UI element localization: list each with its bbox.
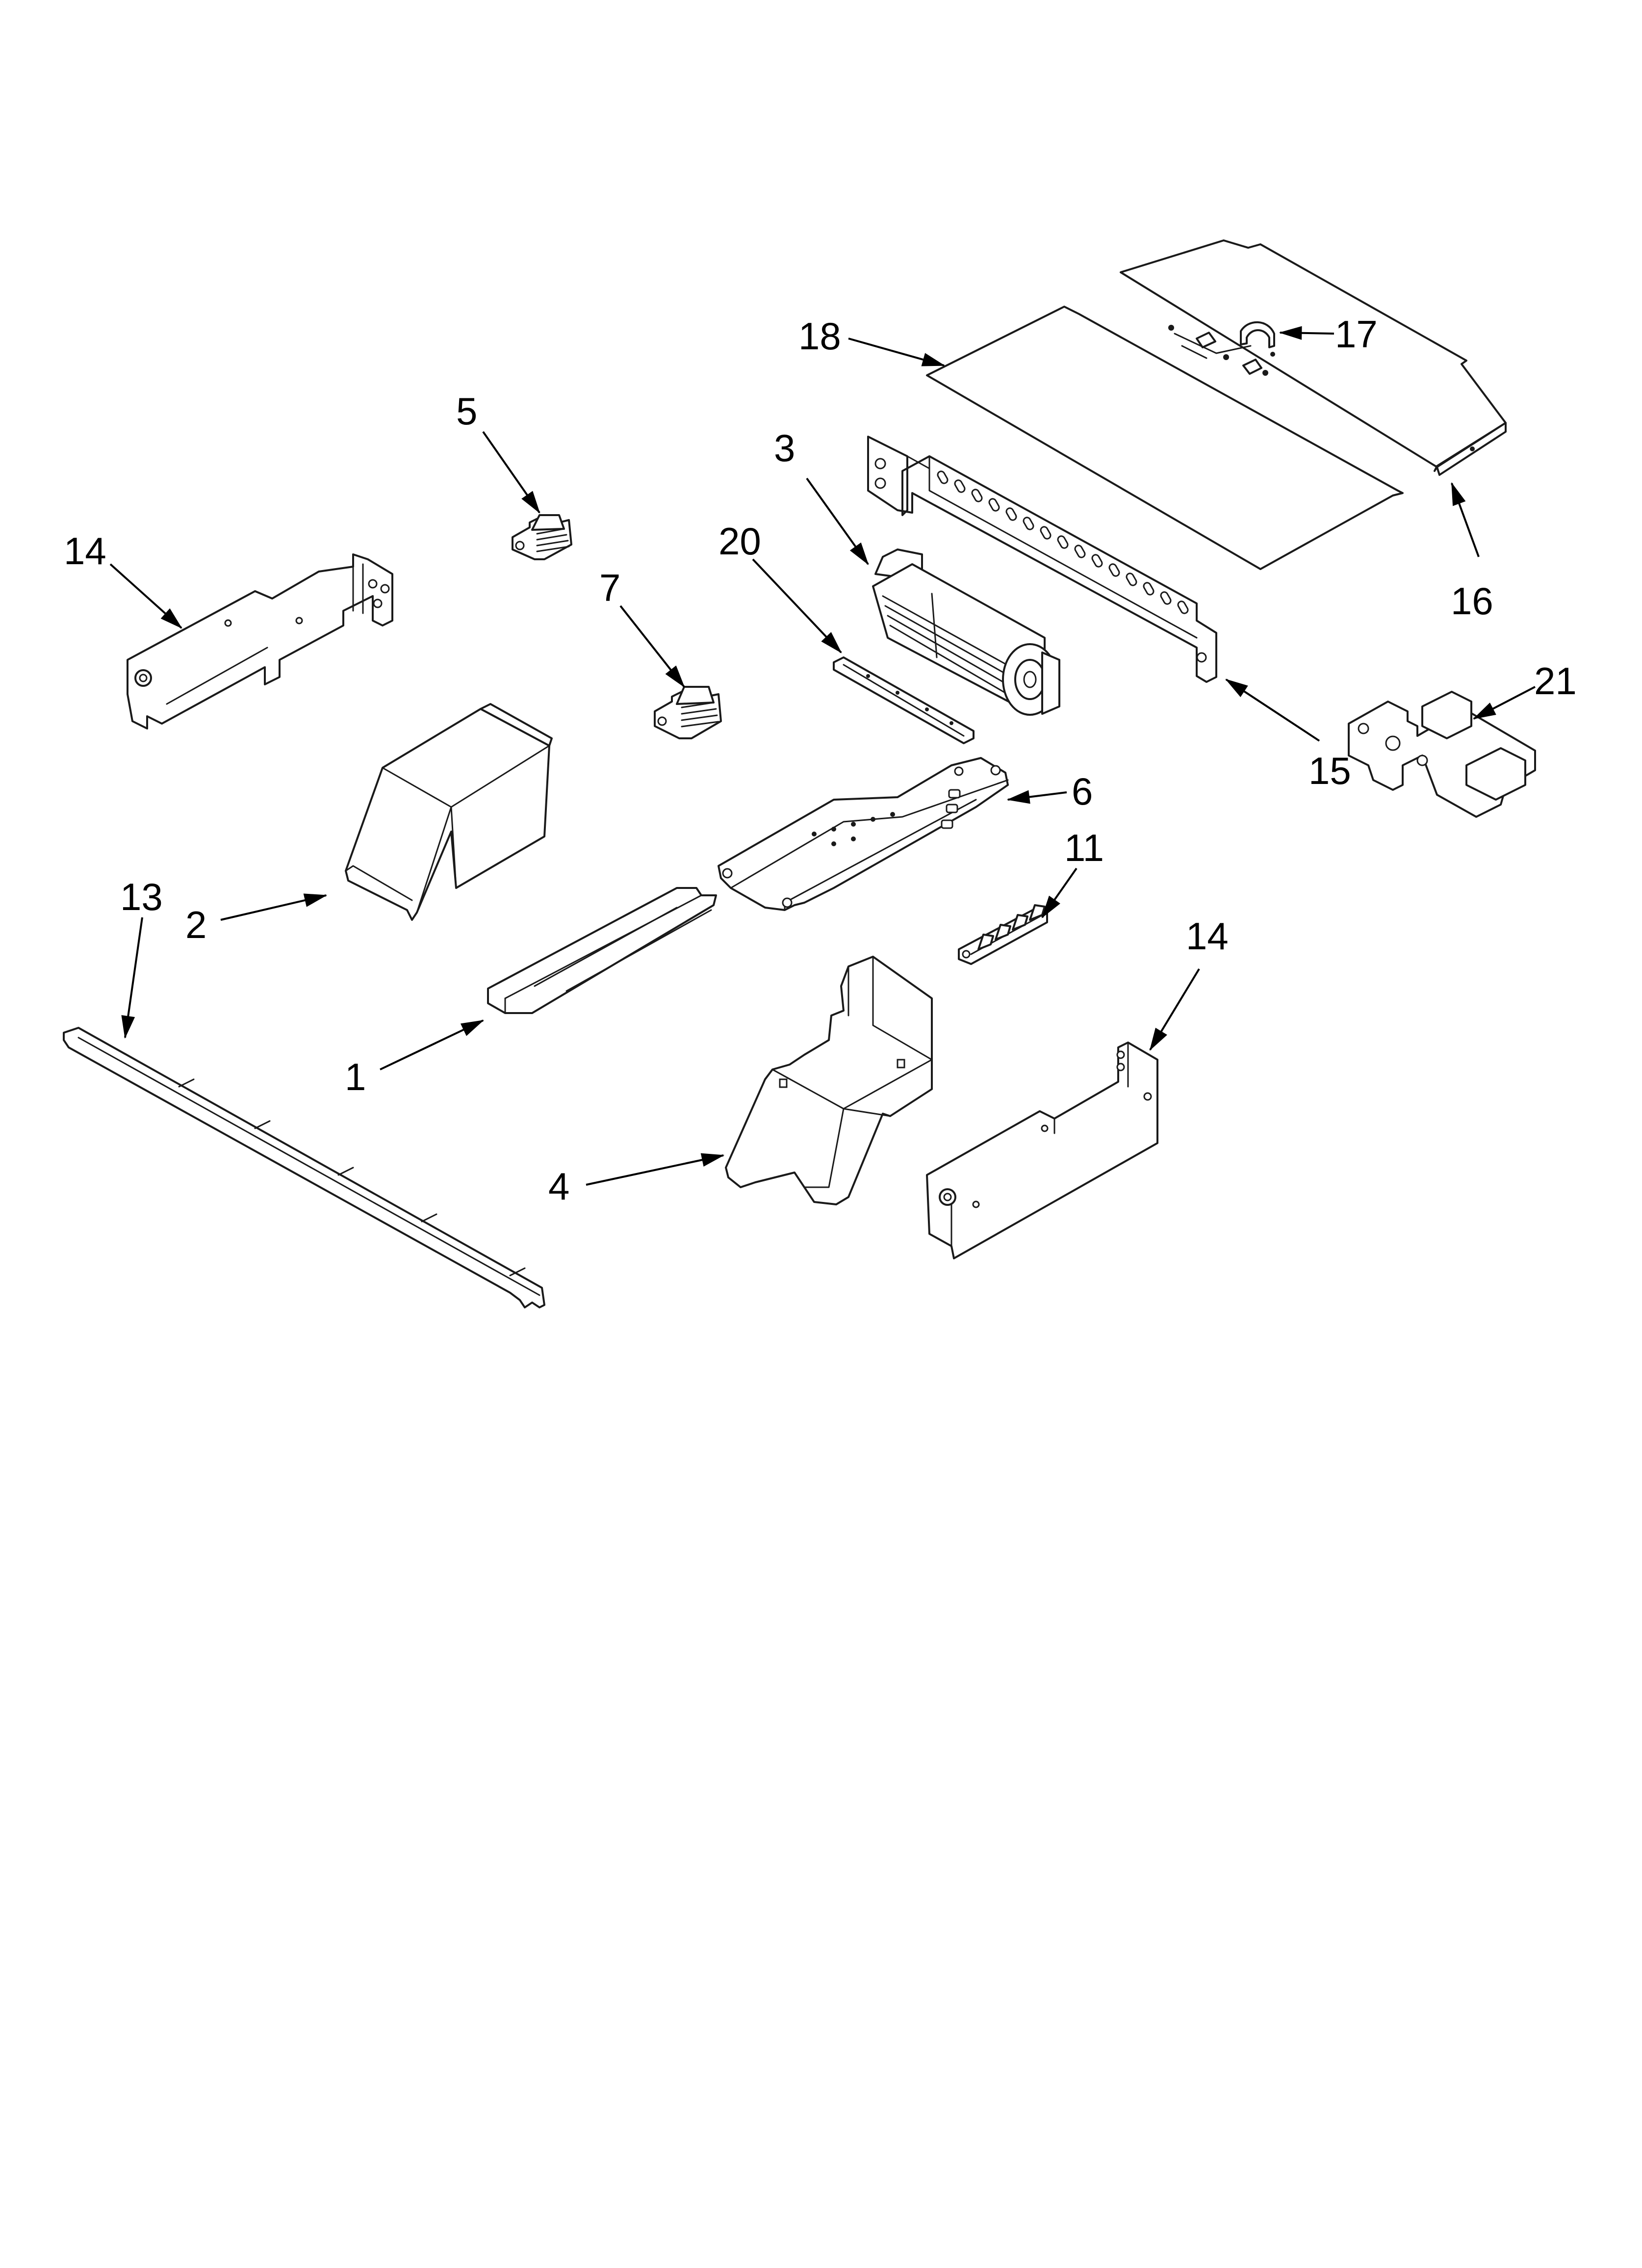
part-14-right-side-bracket — [926, 1042, 1158, 1259]
callout-11: 11 — [1064, 826, 1104, 869]
callout-17: 17 — [1335, 313, 1378, 356]
part-4-lower-duct — [725, 956, 933, 1205]
callout-15: 15 — [1308, 749, 1351, 792]
callout-1: 1 — [345, 1055, 366, 1098]
callout-14-right: 14 — [1186, 914, 1229, 958]
part-18-cover-plate — [926, 306, 1404, 570]
leader-lines — [109, 326, 1536, 1186]
callout-18: 18 — [798, 314, 841, 358]
callout-2: 2 — [185, 903, 206, 946]
part-16-top-panel — [1120, 239, 1507, 476]
part-20-strip — [833, 656, 975, 744]
part-21-terminal-board — [1348, 691, 1536, 818]
part-15-perforated-bracket — [867, 436, 1217, 683]
leader-13 — [121, 917, 143, 1039]
leader-6 — [1006, 790, 1067, 804]
leader-17 — [1279, 326, 1334, 340]
leader-20 — [752, 558, 842, 653]
leader-4 — [586, 1153, 725, 1186]
part-7-transformer — [654, 686, 722, 739]
leader-21 — [1472, 686, 1536, 720]
callout-labels: 18 17 16 15 21 3 20 5 7 14 6 11 2 13 1 4… — [64, 313, 1577, 1208]
callout-7: 7 — [599, 566, 620, 609]
callout-21: 21 — [1534, 659, 1577, 703]
leader-14b — [1149, 968, 1200, 1051]
part-6-mounting-plate — [718, 757, 1009, 911]
part-1-channel-strip — [487, 887, 717, 1014]
part-2-duct — [345, 703, 553, 921]
leader-5 — [482, 431, 540, 514]
callout-13: 13 — [120, 875, 163, 918]
leader-2 — [220, 893, 328, 921]
callout-4: 4 — [548, 1165, 569, 1208]
leader-11 — [1041, 867, 1078, 918]
leader-18 — [848, 338, 946, 366]
part-13-trim-rail — [63, 1027, 545, 1308]
perforation-slots — [937, 470, 1189, 614]
part-11-terminal-block — [958, 904, 1048, 965]
leader-1 — [380, 1019, 485, 1070]
callout-14-left: 14 — [64, 529, 106, 573]
leader-16 — [1451, 482, 1480, 557]
part-3-fan-motor — [872, 548, 1060, 716]
leader-3 — [806, 477, 869, 565]
callout-5: 5 — [456, 390, 477, 433]
callout-3: 3 — [774, 426, 795, 469]
leader-15 — [1225, 678, 1320, 742]
part-14-left-side-bracket — [127, 553, 393, 730]
callout-20: 20 — [718, 520, 761, 563]
leader-14a — [109, 563, 182, 629]
part-5-transformer — [512, 514, 572, 560]
callout-6: 6 — [1072, 770, 1093, 813]
callout-16: 16 — [1451, 579, 1493, 623]
leader-7 — [619, 605, 685, 688]
part-17-clip — [1240, 321, 1275, 357]
